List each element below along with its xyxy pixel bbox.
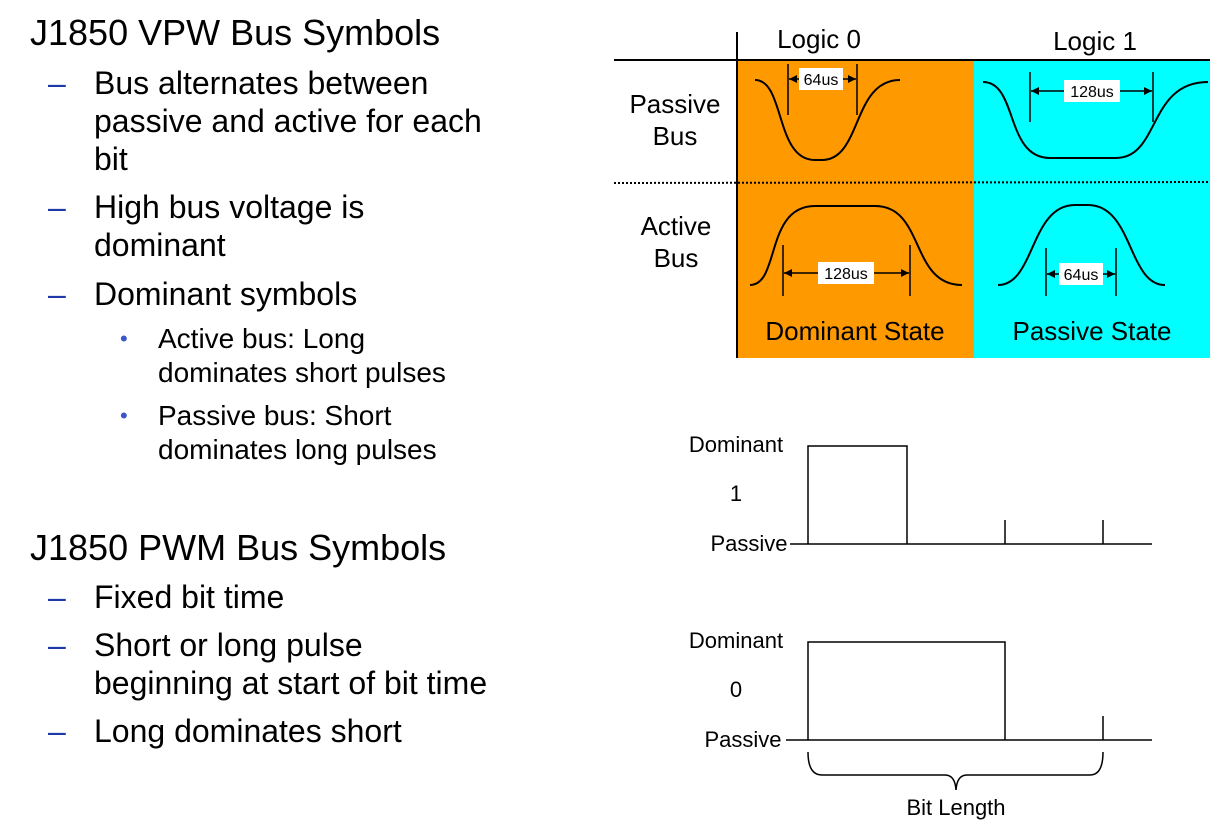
pwm-item-2-line-2: beginning at start of bit time	[94, 665, 488, 701]
duration-label-passive-logic-1: 128us	[1070, 84, 1114, 101]
pwm-0-label-passive: Passive	[704, 727, 781, 752]
duration-label-box	[818, 262, 874, 284]
dash-bullet: –	[48, 276, 66, 312]
pwm-1-label-passive: Passive	[710, 531, 787, 556]
waveform-passive-logic-1	[982, 81, 1209, 159]
state-label-dominant: Dominant State	[765, 316, 944, 346]
pwm-0-pulse	[807, 641, 1006, 740]
row-label-passive-line-1: Passive	[629, 89, 720, 119]
vpw-item-2-line-1: High bus voltage is	[94, 189, 365, 225]
bit-length-label: Bit Length	[906, 795, 1005, 820]
pwm-0-label-value: 0	[730, 677, 742, 702]
pwm-1-pulse	[807, 445, 908, 544]
dash-bullet: –	[48, 579, 66, 615]
row-label-active-line-1: Active	[641, 211, 712, 241]
vpw-subitem-1-line-1: Active bus: Long	[158, 323, 366, 354]
waveform-active-logic-1	[997, 204, 1166, 286]
duration-label-active-logic-1: 64us	[1064, 267, 1099, 284]
vpw-item-3-line-1: Dominant symbols	[94, 276, 358, 312]
dash-bullet: –	[48, 713, 66, 749]
pwm-item-2-line-1: Short or long pulse	[94, 627, 363, 663]
row-label-active-line-2: Bus	[654, 243, 699, 273]
dash-bullet: –	[48, 189, 66, 225]
pwm-item-3-line-1: Long dominates short	[94, 713, 402, 749]
duration-label-box	[1064, 80, 1120, 102]
vpw-item-1-line-3: bit	[94, 141, 128, 177]
pwm-heading: J1850 PWM Bus Symbols	[30, 527, 447, 568]
vpw-item-1-line-2: passive and active for each	[94, 103, 482, 139]
waveform-active-logic-0	[749, 205, 963, 286]
dot-bullet: •	[120, 403, 128, 428]
column-label-logic-0: Logic 0	[777, 24, 861, 54]
duration-label-active-logic-0: 128us	[824, 266, 868, 283]
vpw-subitem-1-line-2: dominates short pulses	[158, 357, 446, 388]
duration-label-passive-logic-0: 64us	[804, 72, 839, 89]
column-label-logic-1: Logic 1	[1053, 26, 1137, 56]
vpw-item-1-line-1: Bus alternates between	[94, 65, 429, 101]
pwm-0-label-dominant: Dominant	[689, 628, 783, 653]
duration-label-box	[799, 68, 843, 90]
pwm-item-1-line-1: Fixed bit time	[94, 579, 285, 615]
bit-length-brace	[807, 751, 1104, 791]
duration-label-box	[1059, 263, 1103, 285]
dash-bullet: –	[48, 627, 66, 663]
vpw-subitem-2-line-2: dominates long pulses	[158, 434, 437, 465]
dominant-state-background	[737, 60, 974, 358]
pwm-1-label-dominant: Dominant	[689, 432, 783, 457]
vpw-subitem-2-line-1: Passive bus: Short	[158, 400, 392, 431]
passive-state-background	[974, 60, 1210, 358]
pwm-1-label-value: 1	[730, 481, 742, 506]
state-label-passive: Passive State	[1013, 316, 1172, 346]
vpw-diagram: Logic 0 Logic 1 Passive Bus Active Bus 6…	[613, 24, 1211, 358]
table-row-divider	[613, 181, 1211, 184]
vpw-heading: J1850 VPW Bus Symbols	[30, 12, 441, 53]
dot-bullet: •	[120, 326, 128, 351]
row-label-passive-line-2: Bus	[653, 121, 698, 151]
waveform-passive-logic-0	[754, 79, 901, 161]
vpw-item-2-line-2: dominant	[94, 227, 226, 263]
pwm-diagram: Dominant 1 Passive Dominant 0 Passive Bi…	[689, 432, 1152, 820]
dash-bullet: –	[48, 65, 66, 101]
